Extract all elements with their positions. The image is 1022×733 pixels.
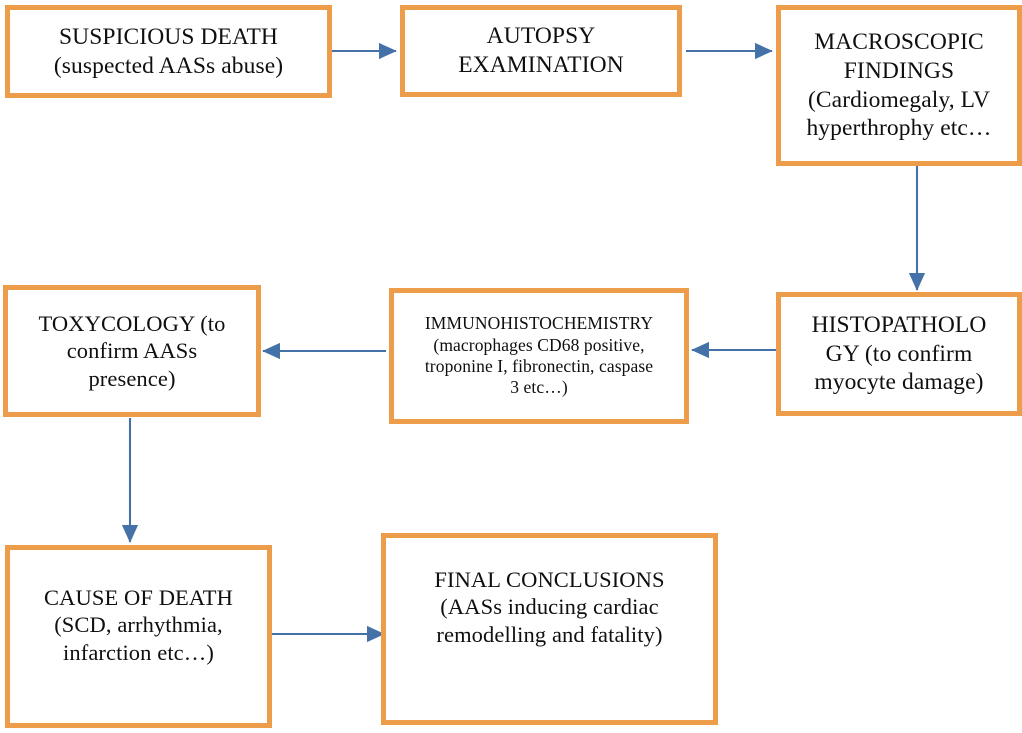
node-final-conclusions[interactable]: FINAL CONCLUSIONS (AASs inducing cardiac… [381, 533, 718, 725]
node-autopsy-examination-label: AUTOPSY EXAMINATION [458, 23, 624, 78]
node-cause-of-death-label: CAUSE OF DEATH (SCD, arrhythmia, infarct… [44, 585, 233, 665]
node-immunohistochemistry[interactable]: IMMUNOHISTOCHEMISTRY (macrophages CD68 p… [389, 288, 689, 424]
node-final-conclusions-label: FINAL CONCLUSIONS (AASs inducing cardiac… [434, 567, 665, 647]
node-immunohistochemistry-label: IMMUNOHISTOCHEMISTRY (macrophages CD68 p… [424, 313, 654, 398]
node-histopathology-label: HISTOPATHOLO GY (to confirm myocyte dama… [811, 312, 987, 396]
node-toxycology[interactable]: TOXYCOLOGY (to confirm AASs presence) [3, 285, 261, 417]
node-macroscopic-findings[interactable]: MACROSCOPIC FINDINGS (Cardiomegaly, LV h… [776, 5, 1022, 166]
node-toxycology-label: TOXYCOLOGY (to confirm AASs presence) [38, 310, 226, 391]
node-histopathology[interactable]: HISTOPATHOLO GY (to confirm myocyte dama… [776, 292, 1022, 416]
node-suspicious-death-label: SUSPICIOUS DEATH (suspected AASs abuse) [53, 23, 284, 79]
node-cause-of-death[interactable]: CAUSE OF DEATH (SCD, arrhythmia, infarct… [5, 545, 272, 728]
node-macroscopic-findings-label: MACROSCOPIC FINDINGS (Cardiomegaly, LV h… [806, 29, 992, 142]
node-suspicious-death[interactable]: SUSPICIOUS DEATH (suspected AASs abuse) [5, 5, 332, 98]
node-autopsy-examination[interactable]: AUTOPSY EXAMINATION [400, 5, 682, 97]
